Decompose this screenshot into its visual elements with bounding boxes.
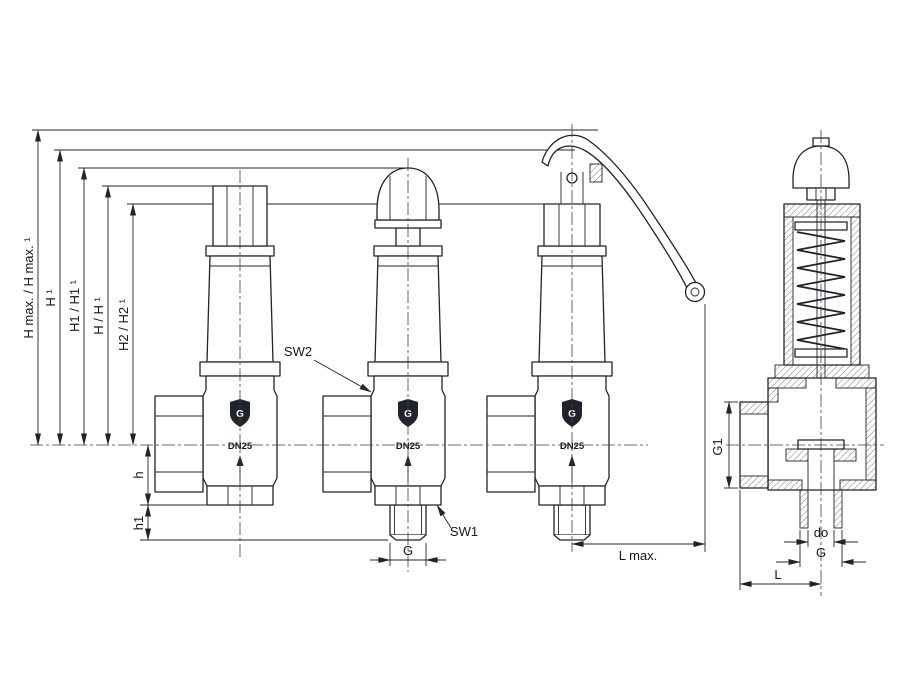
lever-catch: [589, 163, 603, 183]
body-wall-section: [767, 387, 779, 403]
l-max-label: L max.: [619, 548, 658, 563]
lever-eyelet: [684, 281, 706, 303]
body-outline: [767, 377, 877, 491]
valve-cross-section: [739, 137, 877, 529]
dim-label-hmax: H max. / H max. ¹: [21, 237, 36, 339]
body-bottom-section: [767, 479, 803, 491]
valve-side-view-hex-cap: G DN25: [154, 185, 281, 506]
dim-label-h: H / H ¹: [91, 297, 106, 335]
dn-size-label: DN25: [560, 441, 585, 452]
bonnet-wall-section: [783, 216, 794, 366]
bonnet-top-section: [783, 203, 861, 218]
do-label: do: [814, 525, 828, 540]
sw1-label: SW1: [450, 524, 478, 539]
inlet-wall-section: [739, 401, 769, 415]
right-view-dimensions: G1 do G L: [710, 401, 866, 590]
g1-label: G1: [710, 438, 725, 455]
dim-label-hsup: H ¹: [43, 289, 58, 307]
outlet-wall-section: [799, 489, 809, 529]
bonnet-flange-section: [774, 364, 870, 379]
g-right-label: G: [816, 545, 826, 560]
valve-side-view-lever: G DN25: [486, 134, 706, 541]
inlet-wall-section: [739, 475, 769, 489]
dim-label-h1-small: h1: [131, 516, 146, 530]
lever-eyelet-hole: [690, 287, 700, 297]
sw2-leader: [313, 359, 372, 393]
g-outlet-label: G: [403, 543, 413, 558]
seat-section: [833, 448, 857, 462]
outlet-wall-section: [833, 489, 843, 529]
height-dimensions: H max. / H max. ¹ H ¹ H1 / H1 ¹ H / H ¹ …: [21, 129, 136, 446]
h-dimensions: h h1: [131, 444, 388, 541]
dim-label-h2: H2 / H2 ¹: [116, 298, 131, 351]
body-bottom-section: [839, 479, 877, 491]
l-label: L: [774, 567, 781, 582]
dim-label-h1: H1 / H1 ¹: [67, 279, 82, 332]
bonnet-wall-section: [850, 216, 861, 366]
body-wall-section: [865, 387, 877, 481]
sw-callouts: SW2 SW1: [284, 344, 478, 539]
body-top-section: [767, 377, 807, 389]
sw1-leader: [436, 504, 452, 529]
valve-body: [486, 361, 613, 506]
g-outlet-dimension: G: [370, 543, 446, 566]
seat-section: [785, 448, 809, 462]
dim-label-h-small: h: [131, 471, 146, 478]
valve-body: [322, 361, 449, 506]
sw2-label: SW2: [284, 344, 312, 359]
body-top-section: [835, 377, 877, 389]
brand-letter: G: [404, 409, 412, 420]
valve-side-view-knob: G DN25: [322, 167, 449, 541]
valve-body: [154, 361, 281, 506]
l-max-dimension: L max.: [571, 304, 706, 563]
top-extension-lines: [32, 129, 598, 205]
centerlines: [30, 124, 884, 596]
